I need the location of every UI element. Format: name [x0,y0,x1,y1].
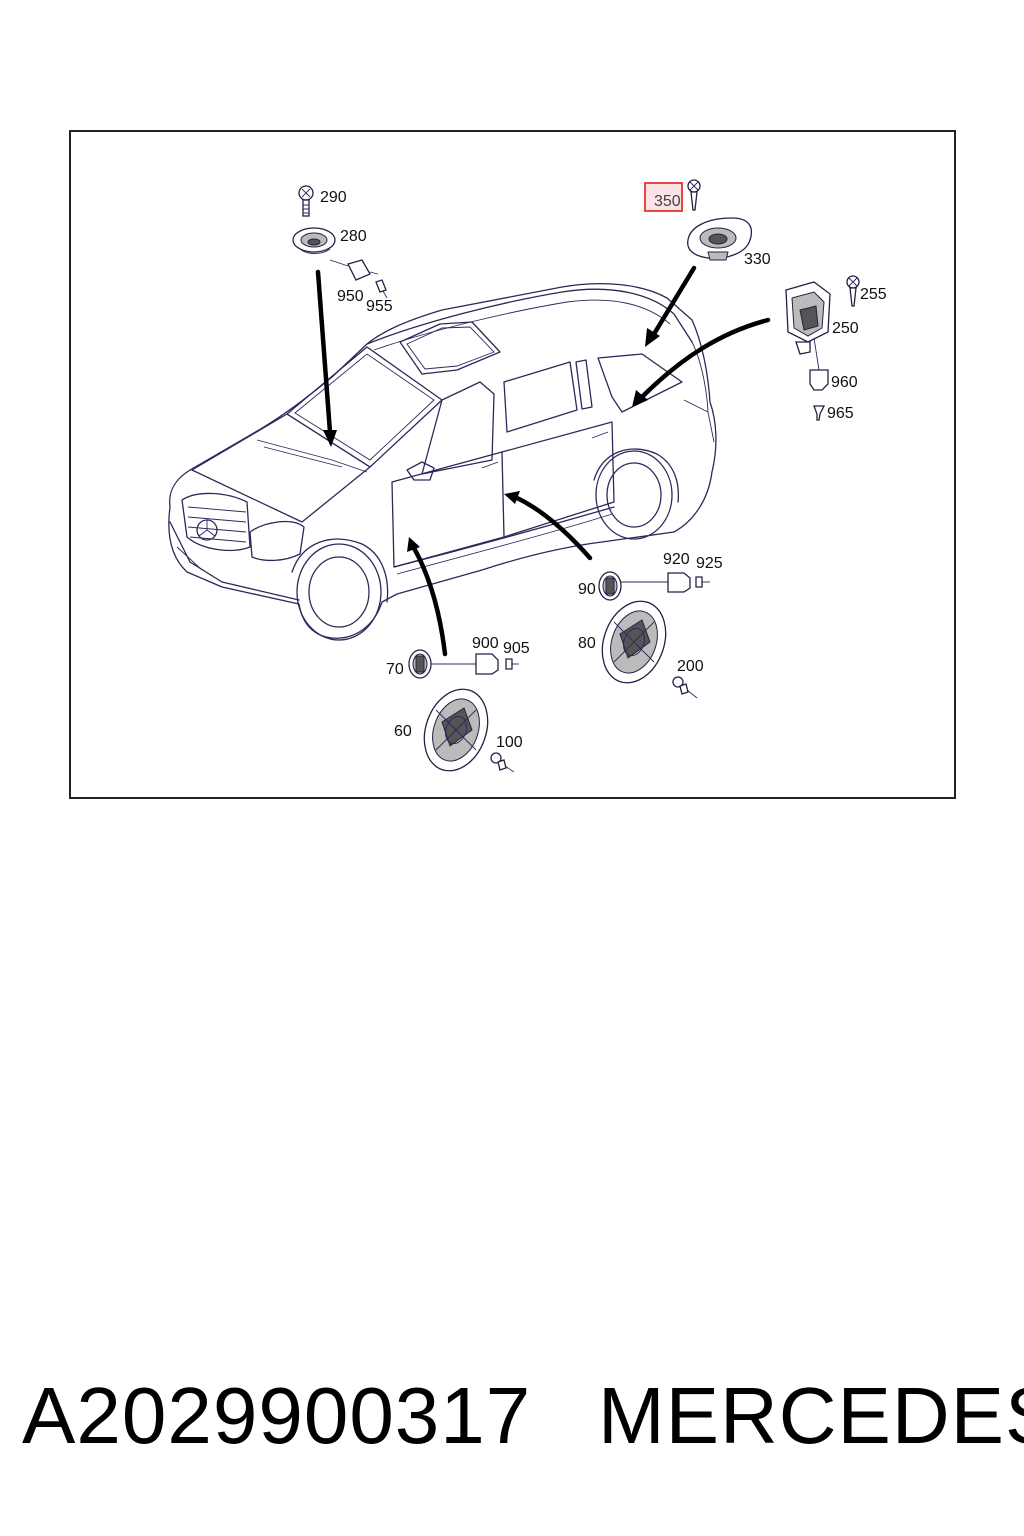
screw-350-icon [687,179,701,211]
callout-900: 900 [472,635,499,652]
callout-960: 960 [831,374,858,391]
connector-900-icon [475,653,499,675]
speaker-60-icon [423,688,489,772]
speaker-330-icon [687,217,753,261]
callout-280: 280 [340,228,367,245]
parts-diagram-frame: 290 280 950 955 350 330 255 250 960 965 … [69,130,956,799]
bolt-290-icon [298,185,314,217]
callout-70: 70 [386,661,404,678]
callout-90: 90 [578,581,596,598]
callout-200: 200 [677,658,704,675]
callout-250: 250 [832,320,859,337]
leader-arrows [315,265,771,657]
callout-100: 100 [496,734,523,751]
connector-950-icon [329,259,379,281]
callout-255: 255 [860,286,887,303]
pin-905-icon [505,658,519,670]
callout-350: 350 [654,193,681,210]
speaker-70-icon [408,649,476,679]
callout-80: 80 [578,635,596,652]
rivet-200-icon [672,676,698,699]
callout-labels: 290 280 950 955 350 330 255 250 960 965 … [320,189,887,751]
parts-icons [292,179,860,773]
callout-60: 60 [394,723,412,740]
module-250-icon [785,281,831,371]
parts-diagram: 290 280 950 955 350 330 255 250 960 965 … [168,179,887,773]
screw-255-icon [846,275,860,307]
callout-905: 905 [503,640,530,657]
callout-920: 920 [663,551,690,568]
tweeter-280-icon [292,227,336,254]
rivet-100-icon [490,752,515,773]
car-illustration [168,283,717,641]
connector-960-icon [809,369,829,391]
pin-965-icon [813,405,826,421]
highlight-box-350 [644,182,683,212]
speaker-90-icon [598,571,668,601]
speaker-80-icon [601,600,667,684]
brand-name-label: MERCEDES [598,1371,1024,1460]
callout-965: 965 [827,405,854,422]
callout-925: 925 [696,555,723,572]
part-number-label: A2029900317 [22,1371,532,1460]
pin-955-icon [375,279,388,299]
callout-330: 330 [744,251,771,268]
callout-950: 950 [337,288,364,305]
callout-290: 290 [320,189,347,206]
pin-925-icon [695,576,710,588]
callout-955: 955 [366,298,393,315]
connector-920-icon [667,572,691,593]
